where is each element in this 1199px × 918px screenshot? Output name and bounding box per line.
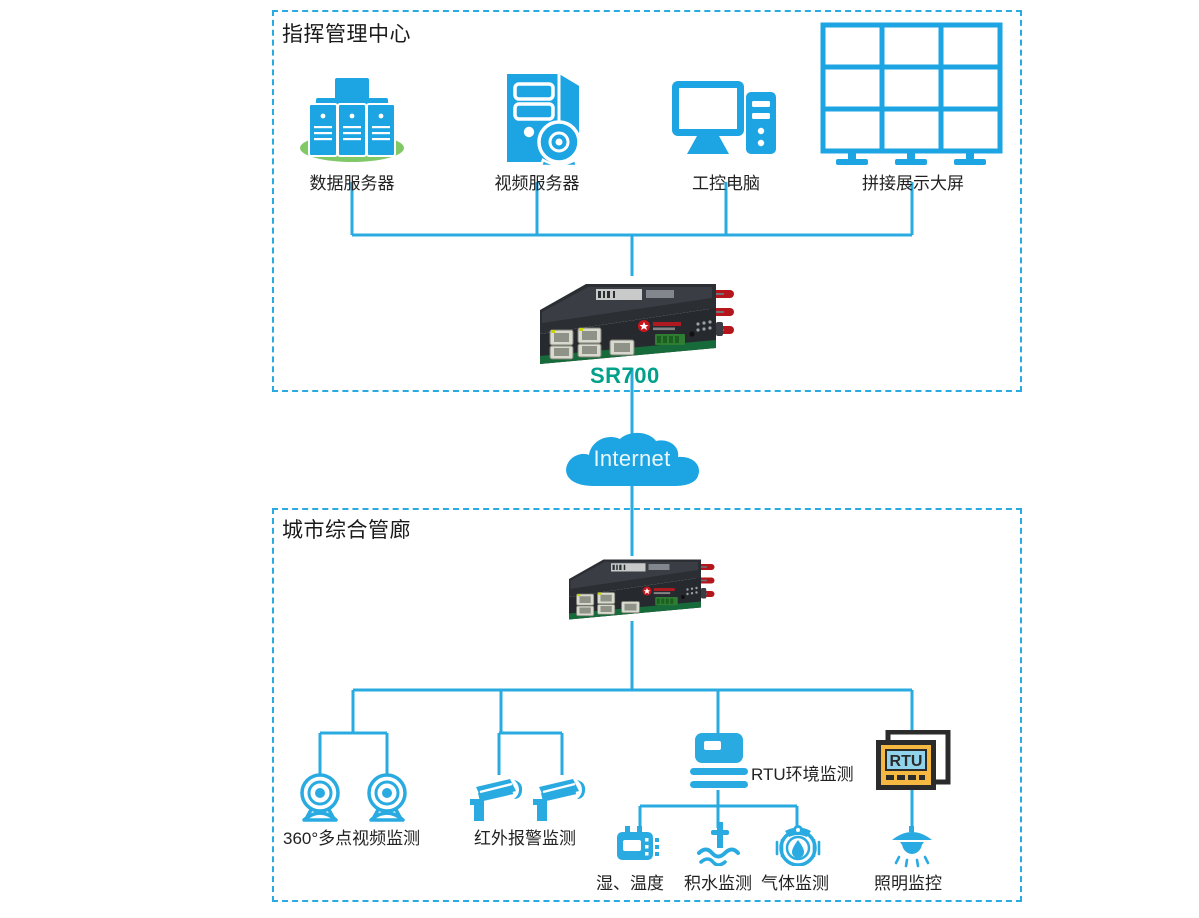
node-data-server[interactable]: 数据服务器 (296, 72, 408, 194)
node-bullet-camera-2[interactable] (533, 775, 591, 828)
node-router-bottom[interactable] (548, 550, 728, 626)
node-humidity-temperature-sensor[interactable] (615, 826, 665, 871)
rtu-panel-text: RTU (890, 753, 923, 770)
node-router-top[interactable] (512, 272, 752, 372)
rtu-panel-icon: RTU (876, 729, 951, 790)
node-lamp-label: 照明监控 (874, 874, 942, 893)
node-video-wall-label: 拼接展示大屏 (862, 174, 964, 193)
zone-command-center-title: 指挥管理中心 (282, 23, 411, 46)
node-rtu-panel[interactable]: RTU (872, 729, 952, 797)
dome-camera-icon (300, 773, 340, 822)
rtu-gateway-icon (690, 733, 748, 788)
node-industrial-pc[interactable]: 工控电脑 (670, 78, 782, 194)
zone-command-center (272, 10, 1022, 392)
lamp-icon (892, 826, 932, 868)
node-video-server[interactable]: 视频服务器 (481, 66, 593, 194)
zone-utility-tunnel-title: 城市综合管廊 (282, 519, 411, 542)
node-dome-camera-1[interactable] (296, 772, 344, 829)
internet-cloud: Internet (556, 428, 708, 492)
group-panoramic-video-label: 360°多点视频监测 (283, 829, 421, 848)
node-gas-sensor[interactable] (771, 822, 825, 871)
node-industrial-pc-label: 工控电脑 (692, 174, 760, 193)
node-video-wall[interactable]: 拼接展示大屏 (820, 22, 1006, 194)
node-dome-camera-2[interactable] (363, 772, 411, 829)
node-bullet-camera-1[interactable] (470, 775, 528, 828)
video-server-icon (507, 74, 581, 167)
router-top-label: SR700 (590, 363, 660, 388)
node-lamp[interactable] (888, 826, 936, 873)
server-stack-icon (300, 78, 404, 162)
node-data-server-label: 数据服务器 (309, 174, 395, 193)
zone-utility-tunnel (272, 508, 1022, 902)
group-rtu-environment-label: RTU环境监测 (751, 765, 854, 784)
cloud-icon (566, 432, 700, 486)
bullet-camera-icon (533, 779, 586, 821)
node-gas-sensor-label: 气体监测 (761, 874, 829, 893)
industrial-router-icon (540, 284, 734, 364)
bullet-camera-icon (470, 779, 523, 821)
node-water-level-sensor[interactable] (697, 822, 743, 871)
node-water-level-sensor-label: 积水监测 (684, 874, 752, 893)
node-rtu-gateway[interactable] (688, 733, 750, 796)
node-humidity-temperature-sensor-label: 湿、温度 (596, 874, 664, 893)
industrial-pc-icon (672, 81, 776, 154)
internet-cloud-label: Internet (593, 446, 671, 471)
dome-camera-icon (367, 773, 407, 822)
video-wall-icon (820, 22, 1003, 165)
group-infrared-alarm-label: 红外报警监测 (474, 829, 576, 848)
water-level-sensor-icon (697, 822, 740, 867)
industrial-router-icon (569, 559, 715, 620)
node-video-server-label: 视频服务器 (494, 174, 580, 193)
gas-sensor-icon (775, 825, 821, 867)
humidity-temperature-sensor-icon (617, 826, 659, 860)
